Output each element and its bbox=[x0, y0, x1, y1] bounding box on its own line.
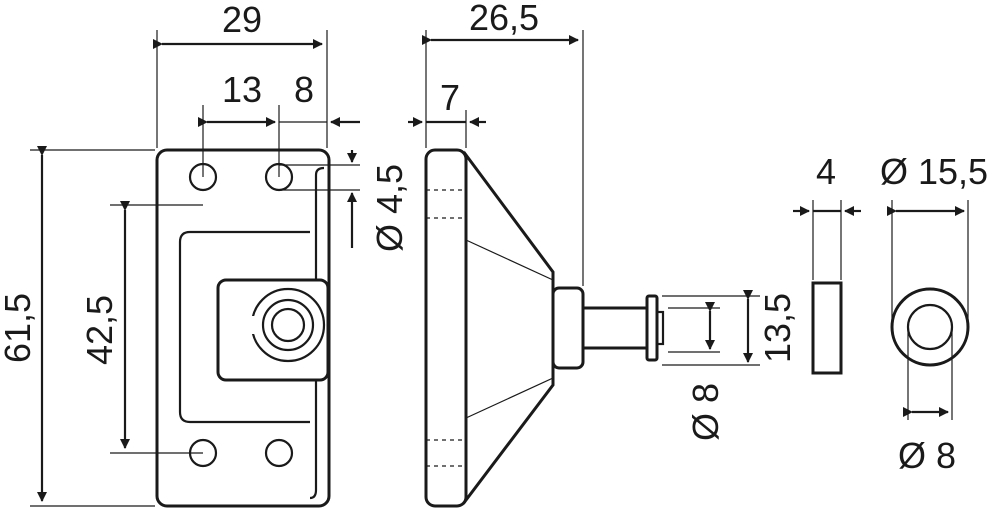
side-pin-tip bbox=[655, 310, 665, 346]
dim-7-label: 7 bbox=[440, 77, 460, 118]
dim-hole-offset: 8 bbox=[294, 69, 360, 127]
dim-4-label: 4 bbox=[816, 151, 836, 192]
side-view bbox=[424, 148, 665, 508]
side-pin bbox=[581, 306, 649, 350]
dim-d8-pin-label: Ø 8 bbox=[685, 383, 726, 441]
dim-13-label: 13 bbox=[222, 69, 262, 110]
hole-bottom-right bbox=[264, 438, 294, 468]
washer-inner bbox=[906, 303, 954, 351]
dim-height-total: 61,5 bbox=[0, 146, 47, 502]
side-base-plate bbox=[424, 148, 468, 508]
dim-washer-thickness: 4 bbox=[793, 151, 861, 216]
plate-rail-top bbox=[314, 166, 325, 176]
dim-13-5-label: 13,5 bbox=[757, 293, 798, 363]
dim-pin-collar-height: 13,5 bbox=[743, 290, 798, 363]
side-pin-collar bbox=[645, 294, 659, 362]
dim-hole-diameter: Ø 4,5 bbox=[347, 150, 410, 252]
dim-pin-diameter: Ø 8 bbox=[685, 302, 726, 441]
dim-width-total: 29 bbox=[153, 0, 323, 49]
dim-29-label: 29 bbox=[222, 0, 262, 40]
dim-42-5-label: 42,5 bbox=[79, 295, 120, 365]
clip-gap bbox=[244, 316, 260, 334]
dim-depth-total: 26,5 bbox=[422, 0, 579, 45]
washer-front-view bbox=[890, 200, 970, 420]
plate-recess bbox=[178, 230, 310, 424]
bolt-inner bbox=[270, 307, 306, 343]
side-view-extension-lines bbox=[425, 30, 760, 366]
front-view-extension-lines bbox=[30, 30, 360, 507]
dim-61-5-label: 61,5 bbox=[0, 293, 38, 363]
dim-base-thickness: 7 bbox=[408, 77, 486, 127]
washer-side bbox=[811, 281, 843, 375]
washer-outer bbox=[890, 287, 970, 367]
washer-side-view bbox=[811, 200, 843, 375]
dim-d8-washer-label: Ø 8 bbox=[898, 435, 956, 476]
dim-hole-pitch-vertical: 42,5 bbox=[79, 201, 130, 449]
plate-rail bbox=[309, 175, 318, 500]
dim-washer-inner-diameter: Ø 8 bbox=[898, 407, 956, 476]
dim-hole-pitch-horizontal: 13 bbox=[198, 69, 276, 127]
front-view-plate bbox=[155, 148, 331, 508]
side-cone bbox=[464, 150, 555, 505]
dim-d15-5-label: Ø 15,5 bbox=[880, 151, 988, 192]
side-hub bbox=[551, 286, 585, 370]
dim-d4-5-label: Ø 4,5 bbox=[369, 164, 410, 252]
dim-washer-outer-diameter: Ø 15,5 bbox=[880, 151, 988, 216]
dim-26-5-label: 26,5 bbox=[469, 0, 539, 38]
bolt-outer bbox=[261, 298, 315, 352]
dim-8-top-label: 8 bbox=[294, 69, 314, 110]
